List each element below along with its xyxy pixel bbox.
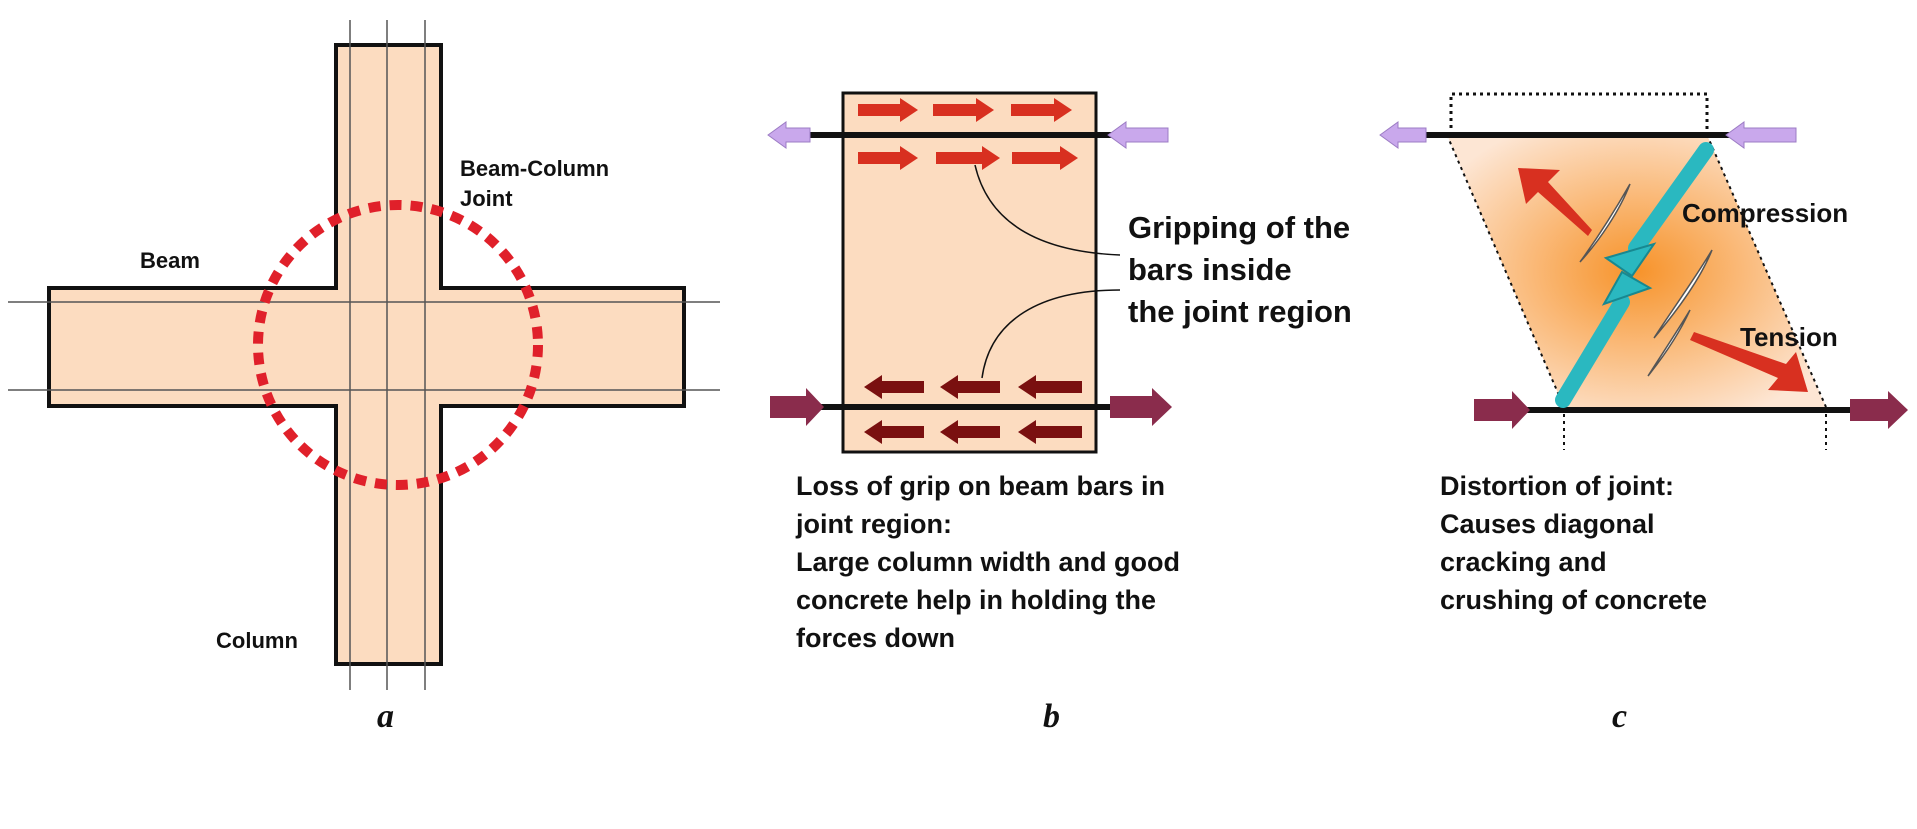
- bottom-dark-arrows-row1: [864, 375, 1082, 399]
- compression-arrowhead-down: [1603, 242, 1657, 278]
- panel-b-desc-line5: forces down: [796, 623, 955, 653]
- panel-c-desc-line1: Distortion of joint:: [1440, 471, 1674, 501]
- callout-leader-bottom: [981, 289, 1121, 379]
- callout-leader-top: [974, 164, 1121, 256]
- distorted-right-edge: [1706, 134, 1827, 408]
- panel-c-bottom-right-end-arrow: [1850, 391, 1908, 429]
- top-bar-right-end-arrow: [1107, 121, 1169, 149]
- undeformed-joint-outline: [1449, 92, 1709, 135]
- joint-label-line1: Beam-Column: [460, 156, 609, 181]
- crack-mark-3: [1647, 309, 1691, 377]
- top-red-arrows-row1: [858, 98, 1072, 122]
- panel-b-caption: b: [1043, 698, 1060, 735]
- panel-a-beam-column-cross: Beam Beam-Column Joint Column a: [8, 20, 720, 735]
- panel-c-top-right-end-arrow: [1725, 121, 1797, 149]
- bottom-bar-left-end-arrow: [770, 388, 824, 426]
- panel-c-top-left-end-arrow: [1379, 121, 1427, 149]
- distorted-left-edge: [1446, 134, 1565, 408]
- top-red-arrows-row2: [858, 146, 1078, 170]
- panel-c-desc-line4: crushing of concrete: [1440, 585, 1707, 615]
- panel-c-desc-line2: Causes diagonal: [1440, 509, 1655, 539]
- panel-c-bottom-left-end-arrow: [1474, 391, 1530, 429]
- panel-b-desc-line3: Large column width and good: [796, 547, 1180, 577]
- gripping-callout-line2: bars inside: [1128, 252, 1292, 287]
- panel-c-desc-line3: cracking and: [1440, 547, 1607, 577]
- panel-b-desc-line2: joint region:: [795, 509, 952, 539]
- compression-label: Compression: [1682, 198, 1848, 228]
- bottom-dark-arrows-row2: [864, 420, 1082, 444]
- column-label: Column: [216, 628, 298, 653]
- panel-b-desc-line1: Loss of grip on beam bars in: [796, 471, 1165, 501]
- top-bar-left-end-arrow: [767, 121, 811, 149]
- panel-b-gripping-of-bars: Gripping of the bars inside the joint re…: [767, 91, 1352, 735]
- crack-mark-1: [1579, 183, 1631, 263]
- bottom-bar-right-end-arrow: [1110, 388, 1172, 426]
- crack-mark-2: [1653, 249, 1713, 339]
- tension-label: Tension: [1740, 322, 1838, 352]
- joint-label-line2: Joint: [460, 186, 513, 211]
- compression-strut-upper: [1628, 142, 1714, 256]
- compression-arrowhead-up: [1601, 270, 1653, 306]
- panel-b-desc-line4: concrete help in holding the: [796, 585, 1156, 615]
- beam-column-cross-shape: [47, 43, 686, 666]
- panel-c-joint-distortion: Compression Tension Distortion of joint:…: [1379, 92, 1908, 735]
- panel-a-caption: a: [377, 698, 394, 735]
- panel-c-caption: c: [1612, 698, 1627, 735]
- joint-dashed-circle: [253, 200, 543, 490]
- tension-arrow-lower-right: [1690, 332, 1808, 392]
- gripping-callout-line3: the joint region: [1128, 294, 1352, 329]
- beam-label: Beam: [140, 248, 200, 273]
- gripping-callout-line1: Gripping of the: [1128, 210, 1350, 245]
- tension-arrow-upper-left: [1518, 168, 1592, 236]
- compression-strut-lower: [1555, 294, 1630, 408]
